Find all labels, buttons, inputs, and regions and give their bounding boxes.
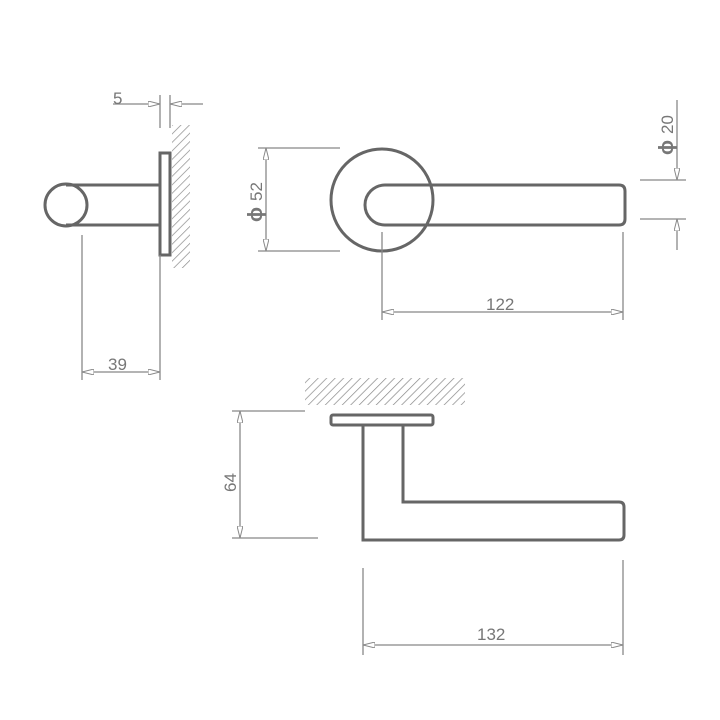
dim-lever-length-front: 122 bbox=[381, 232, 624, 320]
lever-top bbox=[361, 425, 626, 542]
dim-label: 122 bbox=[486, 295, 514, 314]
svg-text:ϕ20: ϕ 20 bbox=[656, 115, 678, 155]
top-view: 64 132 bbox=[221, 378, 626, 655]
side-view: 5 39 bbox=[43, 89, 203, 380]
dim-lever-diameter: ϕ 20 bbox=[640, 100, 686, 250]
lever-shaft bbox=[66, 183, 160, 227]
dim-label: 39 bbox=[108, 355, 127, 374]
dim-lever-length-top: 132 bbox=[362, 560, 624, 655]
dim-label: 64 bbox=[221, 473, 240, 492]
dim-label: 52 bbox=[247, 182, 266, 201]
dim-label: 20 bbox=[658, 115, 677, 134]
lever-front bbox=[363, 183, 627, 227]
diameter-symbol: ϕ bbox=[656, 140, 678, 155]
diameter-symbol: ϕ bbox=[245, 207, 267, 222]
front-view: ϕ 52 122 ϕ 20 bbox=[245, 100, 686, 320]
dim-rose-thickness: 5 bbox=[113, 89, 203, 128]
svg-text:ϕ52: ϕ 52 bbox=[245, 182, 267, 222]
dim-side-projection: 39 bbox=[81, 235, 161, 380]
rose-top bbox=[329, 413, 435, 427]
dim-rose-diameter: ϕ 52 bbox=[245, 147, 340, 252]
rose-side bbox=[158, 151, 172, 257]
lever-end bbox=[43, 182, 89, 228]
door-hatch bbox=[305, 378, 465, 405]
dim-height-offset: 64 bbox=[221, 410, 318, 539]
dim-label: 5 bbox=[113, 89, 122, 108]
dim-label: 132 bbox=[477, 625, 505, 644]
wall-hatch bbox=[172, 125, 190, 268]
